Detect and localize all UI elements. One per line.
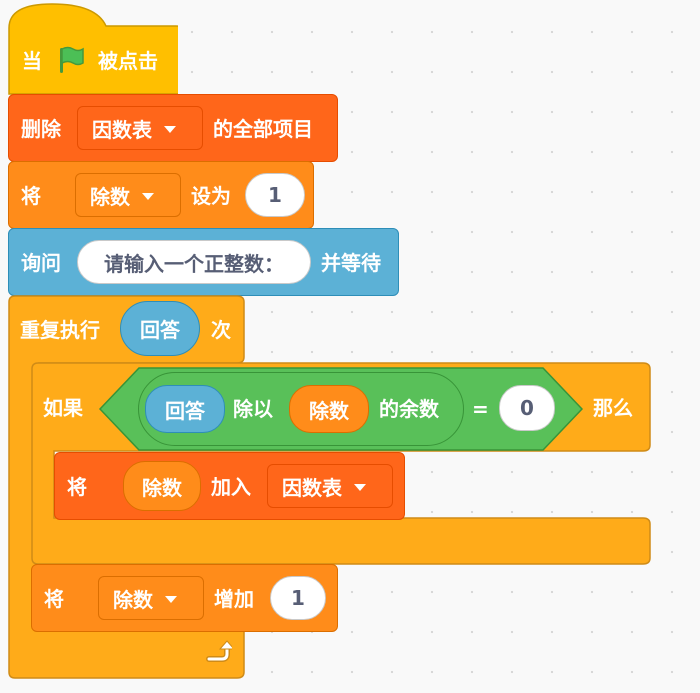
hat-suffix-label: 被点击	[98, 49, 158, 73]
answer-reporter[interactable]: 回答	[145, 385, 225, 433]
change-value-input[interactable]: 1	[270, 576, 326, 620]
green-flag-icon	[60, 46, 84, 73]
change-variable-block[interactable]: 将 除数 增加 1	[31, 564, 338, 632]
variable-dropdown[interactable]: 除数	[75, 173, 181, 217]
chevron-down-icon	[354, 483, 366, 491]
mod-suffix-label: 的余数	[379, 397, 439, 421]
compare-value-input[interactable]: 0	[499, 385, 555, 431]
divisor-variable-reporter[interactable]: 除数	[123, 461, 201, 511]
repeat-block[interactable]: 重复执行 回答 次	[8, 295, 252, 687]
loop-arrow-icon	[206, 640, 232, 662]
add-prefix-label: 将	[67, 475, 87, 499]
repeat-prefix-label: 重复执行	[20, 318, 100, 342]
chevron-down-icon	[142, 192, 154, 200]
chevron-down-icon	[164, 125, 176, 133]
ask-question-input[interactable]: 请输入一个正整数：	[77, 240, 311, 284]
ask-suffix-label: 并等待	[321, 251, 381, 275]
variable-dropdown[interactable]: 除数	[98, 576, 204, 620]
when-flag-clicked-block[interactable]: 当 被点击	[8, 0, 178, 95]
add-to-list-block[interactable]: 将 除数 加入 因数表	[54, 452, 405, 520]
equals-sign-label: =	[472, 397, 489, 421]
if-prefix-label: 如果	[43, 396, 83, 420]
if-suffix-label: 那么	[593, 396, 633, 420]
ask-and-wait-block[interactable]: 询问 请输入一个正整数： 并等待	[8, 228, 399, 296]
add-middle-label: 加入	[211, 475, 251, 499]
list-dropdown[interactable]: 因数表	[77, 106, 203, 150]
delete-suffix-label: 的全部项目	[213, 117, 313, 141]
change-middle-label: 增加	[214, 587, 254, 611]
delete-prefix-label: 删除	[21, 117, 61, 141]
hat-prefix-label: 当	[22, 49, 42, 73]
ask-prefix-label: 询问	[21, 251, 61, 275]
divisor-variable-reporter[interactable]: 除数	[289, 385, 369, 433]
list-dropdown[interactable]: 因数表	[267, 464, 393, 508]
equals-operator[interactable]: 回答 除以 除数 的余数 = 0	[99, 366, 583, 452]
set-variable-block[interactable]: 将 除数 设为 1	[8, 161, 314, 229]
variable-dropdown-label: 除数	[113, 587, 153, 612]
delete-all-of-list-block[interactable]: 删除 因数表 的全部项目	[8, 94, 338, 162]
list-dropdown-label: 因数表	[92, 117, 152, 142]
set-prefix-label: 将	[21, 184, 41, 208]
mod-op-label: 除以	[233, 397, 273, 421]
mod-operator[interactable]: 回答 除以 除数 的余数	[138, 372, 464, 446]
change-prefix-label: 将	[44, 587, 64, 611]
set-middle-label: 设为	[191, 184, 231, 208]
repeat-suffix-label: 次	[211, 318, 231, 342]
chevron-down-icon	[165, 595, 177, 603]
set-value-input[interactable]: 1	[245, 173, 305, 217]
answer-reporter[interactable]: 回答	[120, 301, 200, 356]
list-dropdown-label: 因数表	[282, 475, 342, 500]
variable-dropdown-label: 除数	[90, 184, 130, 209]
